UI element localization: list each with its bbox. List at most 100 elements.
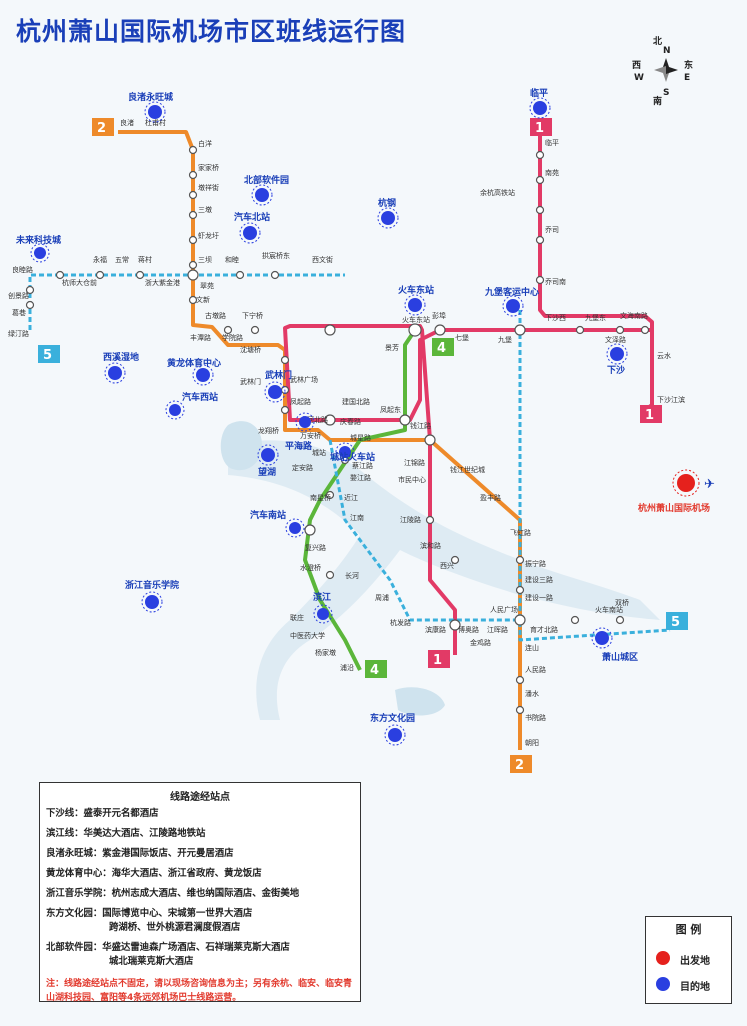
station-jiajiaqiao: 家家桥 xyxy=(198,163,219,172)
legend-box: 图 例 出发地 目的地 xyxy=(645,916,732,1004)
line-badge-1-east: 1 xyxy=(640,405,662,423)
dest-marker-binjiang xyxy=(313,604,333,624)
station-linping: 临平 xyxy=(545,138,559,147)
dest-label-qichenan: 汽车南站 xyxy=(250,509,286,521)
svg-text:南: 南 xyxy=(653,95,662,107)
dest-label-oriental: 东方文化园 xyxy=(370,712,415,724)
route-row-binjiang: 滨江线：华美达大酒店、江陵路地铁站 xyxy=(46,828,206,839)
station-xiangjiadao: 翠苑 xyxy=(200,281,214,290)
station-chaoyang: 朝阳 xyxy=(525,738,539,747)
dest-label-xixi: 西溪湿地 xyxy=(103,351,139,363)
dest-marker-huanglong xyxy=(192,364,214,386)
dest-label-qichexi: 汽车西站 xyxy=(182,391,218,403)
dest-label-pinghai: 平海路 xyxy=(285,440,313,452)
station-shenta: 沈塘桥 xyxy=(240,345,261,354)
station-chuangming: 创景路 xyxy=(8,291,29,300)
svg-text:W: W xyxy=(634,73,644,83)
dest-label-qichebei: 汽车北站 xyxy=(234,211,270,223)
route-info-box: 线路途经站点 下沙线：盛泰开元名都酒店 滨江线：华美达大酒店、江陵路地铁站 良渚… xyxy=(39,782,361,1003)
station-xiaochengdong: 凤起东 xyxy=(380,405,401,414)
station-zhongyi: 中医药大学 xyxy=(290,631,325,640)
xianghu-lake xyxy=(395,687,445,716)
station-jianshe3: 建设三路 xyxy=(525,575,553,584)
station-fengtan: 丰潭路 xyxy=(190,333,211,342)
station-chengzhan: 城站 xyxy=(312,448,326,457)
svg-text:东: 东 xyxy=(684,59,693,71)
route-row-huanglong: 黄龙体育中心：海华大酒店、浙江省政府、黄龙饭店 xyxy=(46,868,262,879)
dest-label-hanggang: 杭钢 xyxy=(378,197,396,209)
line-1-branch xyxy=(283,324,652,655)
svg-text:1: 1 xyxy=(535,121,544,136)
svg-text:1: 1 xyxy=(433,653,442,668)
station-chengxing: 城星路 xyxy=(350,433,371,442)
station-qingchun: 庆春路 xyxy=(340,417,361,426)
station-pengbu: 彭埠 xyxy=(432,311,446,320)
station-wujiang: 婺江路 xyxy=(350,473,371,482)
station-jiubaod: 九堡东 xyxy=(585,313,606,322)
station-xiaxu: 下宁桥 xyxy=(242,311,263,320)
station-yuhang: 余杭高铁站 xyxy=(480,188,515,197)
dest-marker-xixi xyxy=(104,362,126,384)
station-zhezhongyuan: 浙大紫金港 xyxy=(145,278,180,287)
station-sandun: 三墩 xyxy=(198,205,212,214)
station-jiubao: 九堡 xyxy=(498,335,512,344)
dest-label-software: 北部软件园 xyxy=(244,174,289,186)
dest-marker-weilai xyxy=(30,243,50,263)
dest-marker-liangzhu xyxy=(144,101,166,123)
station-zhenning: 振宁路 xyxy=(525,559,546,568)
dest-dot-icon xyxy=(656,977,670,991)
station-binhe: 滨和路 xyxy=(420,541,441,550)
line-2-route xyxy=(118,130,522,750)
dest-marker-linping xyxy=(529,97,551,119)
station-lianzhuang: 联庄 xyxy=(290,613,304,622)
station-liangmu: 良睦路 xyxy=(12,265,33,274)
station-qianjiang: 钱江路 xyxy=(410,421,431,430)
line-badge-2-south: 2 xyxy=(510,755,532,773)
dest-marker-wulinmen xyxy=(264,381,286,403)
compass-rose: 北 N 南 S 东 E 西 W xyxy=(632,35,693,107)
station-shuangqiao: 双桥 xyxy=(615,598,629,607)
dest-label-chengzhan: 城站火车站 xyxy=(330,451,375,463)
station-wulin: 武林门 xyxy=(240,377,261,386)
station-xiashaxi: 下沙西 xyxy=(545,314,566,322)
origin-dot-icon xyxy=(656,951,670,965)
station-qiaoxiang: 墩祥街 xyxy=(198,183,219,192)
dest-marker-oriental xyxy=(384,724,406,746)
route-row-music: 浙江音乐学院：杭州志成大酒店、维也纳国际酒店、金街美地 xyxy=(46,888,300,899)
route-info-title: 线路途经站点 xyxy=(170,792,230,803)
page-title: 杭州萧山国际机场市区班线运行图 xyxy=(16,17,407,46)
station-hangzhouti: 杭发路 xyxy=(390,618,411,627)
station-jiangnan: 江南 xyxy=(350,513,364,522)
line-5-mid xyxy=(328,439,520,622)
dest-marker-qichenan xyxy=(285,518,305,538)
station-wenze: 文泽路 xyxy=(605,335,626,344)
dest-marker-wanghu xyxy=(257,444,279,466)
line-5-east xyxy=(518,310,671,642)
station-qiaosinan: 乔司南 xyxy=(545,277,566,286)
station-anjiaqiao: 万安桥 xyxy=(300,431,321,440)
station-xiaxikou: 虾龙圩 xyxy=(198,231,219,240)
station-jiaopu: 葛巷 xyxy=(12,308,26,317)
station-xiashajiang: 下沙江滨 xyxy=(657,395,685,404)
legend-title: 图 例 xyxy=(675,923,702,936)
station-pankou: 潘水 xyxy=(525,689,539,698)
svg-text:2: 2 xyxy=(515,758,524,773)
station-xixing: 西兴 xyxy=(440,561,454,570)
dest-label-xiasha: 下沙 xyxy=(607,365,625,376)
dest-label-wulinmen: 武林门 xyxy=(265,369,292,381)
station-fuxing: 复兴路 xyxy=(305,543,326,552)
svg-text:1: 1 xyxy=(645,408,654,423)
station-wuchang: 五常 xyxy=(115,255,129,264)
station-huyuan: 和睦 xyxy=(225,255,239,264)
station-huojiao: 火车南站 xyxy=(595,605,623,614)
station-jinjia: 金鸡路 xyxy=(470,638,491,647)
station-feihong: 飞虹路 xyxy=(510,528,531,537)
dest-label-jiubao: 九堡客运中心 xyxy=(484,286,539,298)
station-qijia: 七堡 xyxy=(455,333,469,342)
station-caihe: 蔡江路 xyxy=(352,461,373,470)
svg-text:2: 2 xyxy=(97,121,106,136)
origin-marker-airport xyxy=(672,469,700,497)
line-badge-4-north: 4 xyxy=(432,338,454,356)
dest-label-huanglong: 黄龙体育中心 xyxy=(167,357,221,369)
